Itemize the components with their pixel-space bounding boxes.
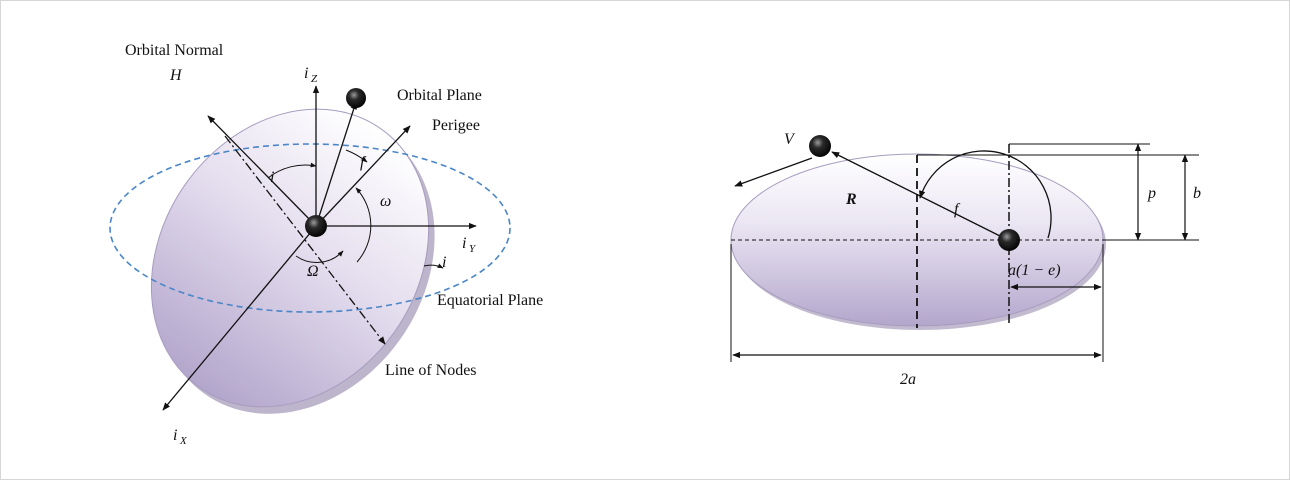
- raan-arc: [295, 250, 344, 263]
- h-label: H: [169, 67, 183, 84]
- velocity-label: V: [784, 131, 796, 148]
- right-orbit-diagram: V R f p b a(1 − e) 2a: [730, 131, 1201, 388]
- satellite-body: [346, 88, 366, 108]
- orbital-normal-label: Orbital Normal: [125, 42, 224, 59]
- omega-arc: [355, 187, 372, 263]
- iy-label-sub: Y: [469, 243, 477, 255]
- true-anomaly-arc-right: [919, 150, 1052, 239]
- line-of-nodes-label: Line of Nodes: [385, 362, 477, 379]
- velocity-vector: [734, 157, 813, 187]
- radius-vector: [831, 151, 1007, 240]
- perigee-label: Perigee: [432, 117, 480, 134]
- inclination-label-upper: i: [270, 169, 274, 186]
- p-label: p: [1147, 185, 1156, 202]
- equatorial-plane-label: Equatorial Plane: [437, 292, 543, 309]
- true-anomaly-arc: [345, 149, 368, 163]
- ix-label-sub: X: [179, 435, 188, 447]
- a-one-minus-e-label: a(1 − e): [1008, 262, 1061, 279]
- equatorial-plane-ellipse: [109, 143, 511, 313]
- argument-of-perigee-label: ω: [380, 193, 391, 210]
- inclination-label-lower: i: [442, 254, 446, 271]
- orbital-plane-label: Orbital Plane: [397, 87, 482, 104]
- radius-label: R: [845, 191, 857, 208]
- iz-label-base: i: [304, 65, 308, 82]
- perigee-vector: [315, 125, 411, 227]
- inclination-arc-upper: [267, 162, 317, 179]
- raan-label: Ω: [307, 263, 319, 280]
- iz-label-sub: Z: [311, 73, 318, 85]
- satellite-vector: [315, 101, 357, 227]
- satellite-body-right: [809, 135, 831, 157]
- iy-label-base: i: [462, 235, 466, 252]
- ix-label-base: i: [173, 427, 177, 444]
- orbital-normal-axis: [207, 115, 317, 227]
- inclination-arc-lower: [423, 263, 444, 269]
- true-anomaly-label-right: f: [954, 201, 961, 218]
- ix-axis: [162, 225, 317, 411]
- 2a-label: 2a: [900, 371, 916, 388]
- left-orbit-diagram: Orbital Normal H i Z Orbital Plane Perig…: [109, 42, 543, 447]
- b-label: b: [1193, 185, 1201, 202]
- earth-body: [305, 215, 327, 237]
- focus-body: [998, 229, 1020, 251]
- true-anomaly-label-left: f: [360, 154, 367, 171]
